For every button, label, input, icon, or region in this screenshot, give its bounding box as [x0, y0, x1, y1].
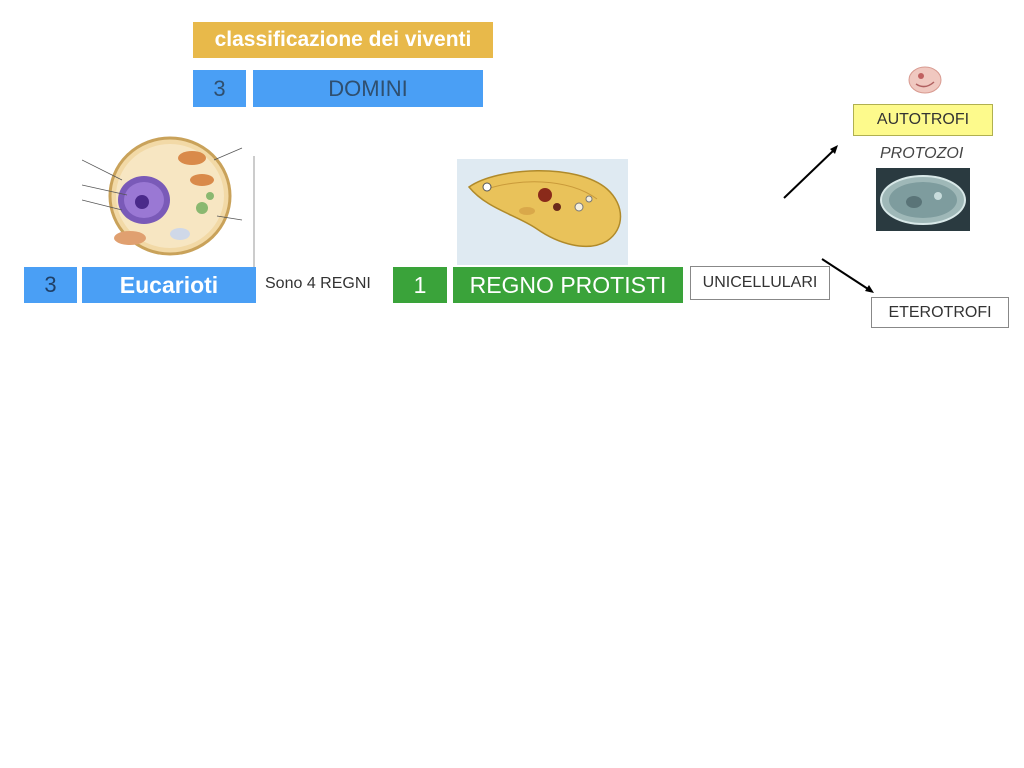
autotrofi-box: AUTOTROFI [853, 104, 993, 136]
regni-count-text: Sono 4 REGNI [265, 275, 371, 292]
eucarioti-label: Eucarioti [82, 267, 256, 303]
domini-number: 3 [193, 70, 246, 107]
arrow-up-icon [783, 145, 838, 199]
protozoa-microscope-image [876, 168, 970, 231]
arrow-down-icon [821, 258, 874, 293]
protozoi-label: PROTOZOI [880, 145, 964, 162]
title-label: classificazione dei viventi [193, 22, 493, 58]
eukaryotic-cell-image [82, 136, 255, 267]
alga-image [908, 66, 942, 94]
regno-label: REGNO PROTISTI [453, 267, 683, 303]
regno-number: 1 [393, 267, 447, 303]
eterotrofi-box: ETEROTROFI [871, 297, 1009, 328]
paramecium-image [457, 159, 628, 265]
domini-label: DOMINI [253, 70, 483, 107]
eucarioti-number: 3 [24, 267, 77, 303]
unicellulari-box: UNICELLULARI [690, 266, 830, 300]
